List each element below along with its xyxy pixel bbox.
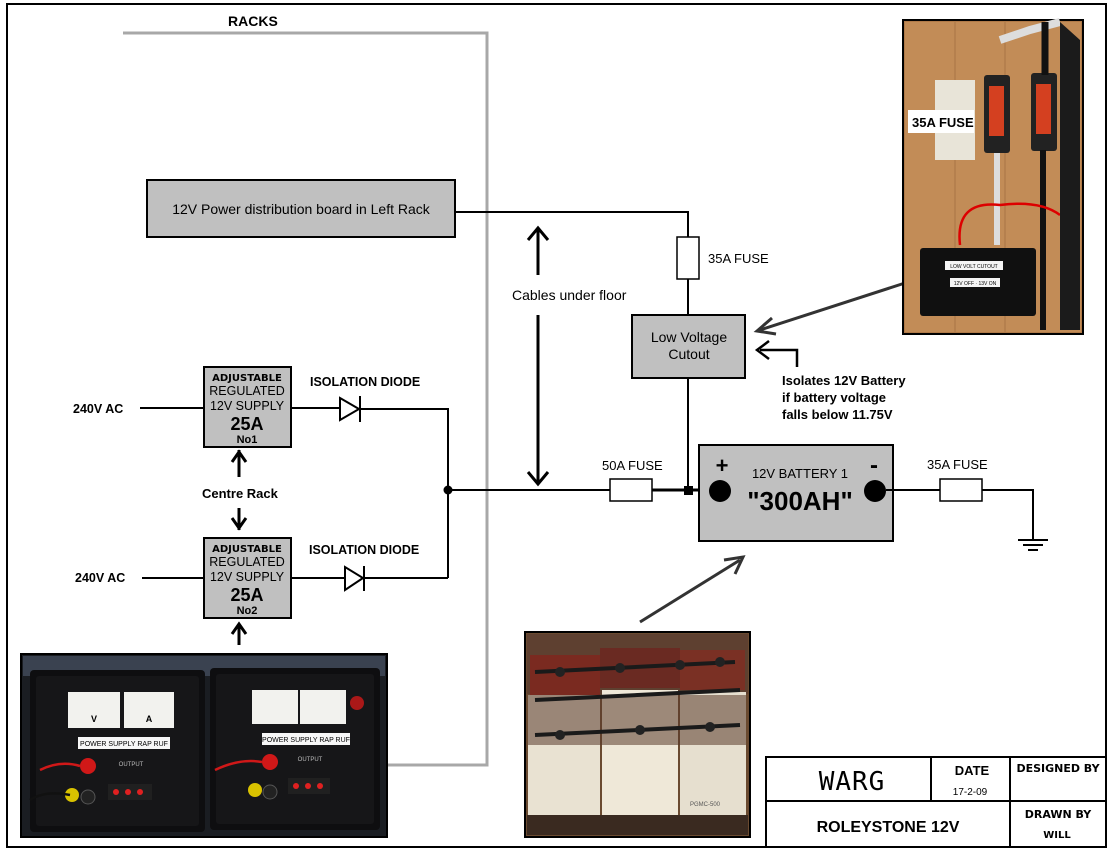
isolates-note-3: falls below 11.75V (782, 407, 893, 422)
supply-1-num: No1 (237, 434, 258, 446)
photo-fuse-cutout: 35A FUSE LOW VOLT CUTOUT 12V OFF · 13V O… (902, 18, 1084, 335)
ground-symbol (1018, 539, 1048, 551)
title-designed-by: DESIGNED BY (1016, 762, 1100, 775)
lvc-label-2: Cutout (668, 346, 709, 362)
photo-to-lvc-arrow (759, 281, 906, 332)
supply-2-ac-label: 240V AC (75, 571, 125, 585)
title-date-label: DATE (955, 763, 990, 778)
supply-2-line3: 12V SUPPLY (210, 570, 285, 584)
supply-1-line2: REGULATED (209, 384, 284, 398)
fuse-50a-label: 50A FUSE (602, 458, 663, 473)
fuse-35a-right (939, 478, 983, 502)
title-drawn-by: DRAWN BY (1025, 808, 1093, 821)
supply-2-num: No2 (237, 605, 258, 617)
fuse-35a-top (676, 236, 700, 280)
title-date-value: 17-2-09 (953, 787, 988, 798)
title-drawn-name: WILL (1043, 830, 1071, 841)
isolates-arrow (760, 348, 799, 367)
title-block: WARG DATE 17-2-09 DESIGNED BY ROLEYSTONE… (765, 756, 1107, 848)
junction-node (684, 486, 693, 495)
photo-to-battery-arrow (639, 558, 741, 624)
battery-title: 12V BATTERY 1 (752, 466, 848, 481)
photo-battery-bank: PGMC-500 (524, 631, 751, 838)
photo-meter-a-1: A (146, 714, 153, 724)
supply-2-amps: 25A (230, 585, 263, 605)
wire-board-to-fuse (455, 211, 689, 237)
battery-negative-terminal (864, 480, 886, 502)
isolates-note-1: Isolates 12V Battery (782, 373, 906, 388)
racks-outline (123, 31, 489, 767)
lvc-label-1: Low Voltage (651, 329, 727, 345)
photo-power-supplies: V A POWER SUPPLY RAP RUF OUTPUT POWER SU… (20, 653, 388, 838)
fuse-35a-top-label: 35A FUSE (708, 251, 769, 266)
centre-rack-label: Centre Rack (202, 486, 279, 501)
cables-under-floor-label: Cables under floor (512, 287, 627, 303)
racks-label: RACKS (228, 13, 278, 29)
centre-rack-arrows (230, 449, 248, 645)
photo-output-1: OUTPUT (119, 762, 144, 768)
diode-1-label: ISOLATION DIODE (310, 375, 420, 389)
battery-capacity: "300AH" (747, 486, 853, 516)
supply-2-line1: ADJUSTABLE (212, 544, 282, 555)
photo-fuse-sticker-1: LOW VOLT CUTOUT (950, 264, 998, 270)
low-voltage-cutout: Low Voltage Cutout (631, 314, 746, 379)
photo-fuse-label: 35A FUSE (912, 115, 974, 130)
battery-plus: + (716, 453, 729, 478)
photo-supply-label-2: POWER SUPPLY RAP RUF (262, 737, 350, 744)
title-project: ROLEYSTONE 12V (817, 819, 960, 836)
supply-1-amps: 25A (230, 414, 263, 434)
cables-under-floor-arrow (526, 225, 550, 487)
photo-battery-brand: PGMC-500 (690, 802, 721, 808)
battery-positive-terminal (709, 480, 731, 502)
battery-minus: - (870, 452, 878, 479)
photo-fuse-sticker-2: 12V OFF · 13V ON (954, 281, 997, 287)
title-org: WARG (819, 767, 886, 797)
battery: + - 12V BATTERY 1 "300AH" (698, 444, 894, 542)
photo-supply-label-1: POWER SUPPLY RAP RUF (80, 741, 168, 748)
power-supply-1: ADJUSTABLE REGULATED 12V SUPPLY 25A No1 (203, 366, 292, 448)
supply-1-ac-label: 240V AC (73, 402, 123, 416)
diode-2-label: ISOLATION DIODE (309, 543, 419, 557)
photo-output-2: OUTPUT (298, 757, 323, 763)
distribution-board-label: 12V Power distribution board in Left Rac… (172, 201, 431, 217)
supply-2-line2: REGULATED (209, 555, 284, 569)
supply-1-line1: ADJUSTABLE (212, 373, 282, 384)
fuse-35a-right-label: 35A FUSE (927, 457, 988, 472)
supply-1-line3: 12V SUPPLY (210, 399, 285, 413)
distribution-board: 12V Power distribution board in Left Rac… (146, 179, 456, 238)
isolates-note-2: if battery voltage (782, 390, 886, 405)
photo-meter-v-1: V (91, 714, 97, 724)
wire-diode1-to-bus (360, 408, 449, 578)
wire-35a-to-ground (982, 489, 1034, 540)
fuse-50a (609, 478, 653, 502)
power-supply-2: ADJUSTABLE REGULATED 12V SUPPLY 25A No2 (203, 537, 292, 619)
